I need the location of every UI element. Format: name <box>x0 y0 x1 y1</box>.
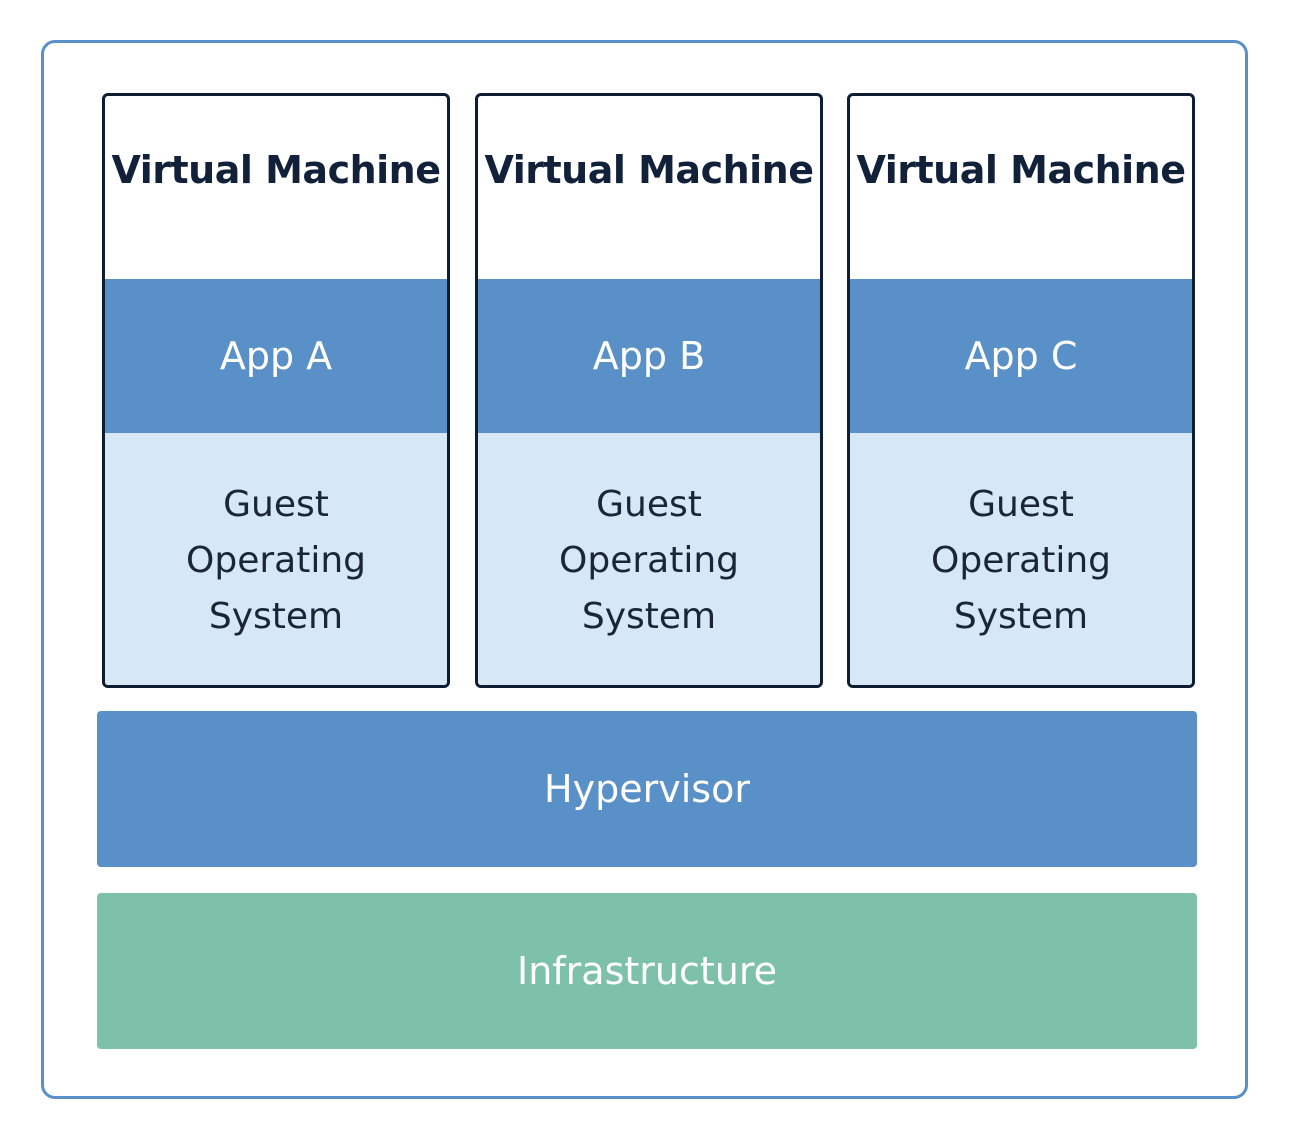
guest-os-line: Operating <box>559 540 739 581</box>
guest-os-line: System <box>953 596 1089 637</box>
vm-title: Virtual Machine <box>111 148 441 192</box>
guest-os-line: Operating <box>186 540 366 581</box>
virtual-machine-c: Virtual Machine App C Guest Operating Sy… <box>847 93 1195 688</box>
guest-os-line: Guest <box>596 484 702 525</box>
virtual-machine-a: Virtual Machine App A Guest Operating Sy… <box>102 93 450 688</box>
guest-os-line: Operating <box>931 540 1111 581</box>
app-label: App A <box>219 334 333 378</box>
app-label: App B <box>592 334 706 378</box>
app-c-layer: App C <box>850 279 1192 433</box>
guest-os-layer: Guest Operating System <box>105 433 447 685</box>
guest-os-line: System <box>208 596 344 637</box>
app-label: App C <box>964 334 1078 378</box>
guest-os-layer: Guest Operating System <box>478 433 820 685</box>
virtual-machine-b: Virtual Machine App B Guest Operating Sy… <box>475 93 823 688</box>
hypervisor-label: Hypervisor <box>544 767 750 811</box>
guest-os-line: System <box>581 596 717 637</box>
app-b-layer: App B <box>478 279 820 433</box>
infrastructure-label: Infrastructure <box>516 949 778 993</box>
hypervisor-layer: Hypervisor <box>97 711 1197 867</box>
guest-os-line: Guest <box>968 484 1074 525</box>
infrastructure-layer: Infrastructure <box>97 893 1197 1049</box>
guest-os-layer: Guest Operating System <box>850 433 1192 685</box>
vm-title: Virtual Machine <box>484 148 814 192</box>
guest-os-line: Guest <box>223 484 329 525</box>
vm-title: Virtual Machine <box>856 148 1186 192</box>
app-a-layer: App A <box>105 279 447 433</box>
